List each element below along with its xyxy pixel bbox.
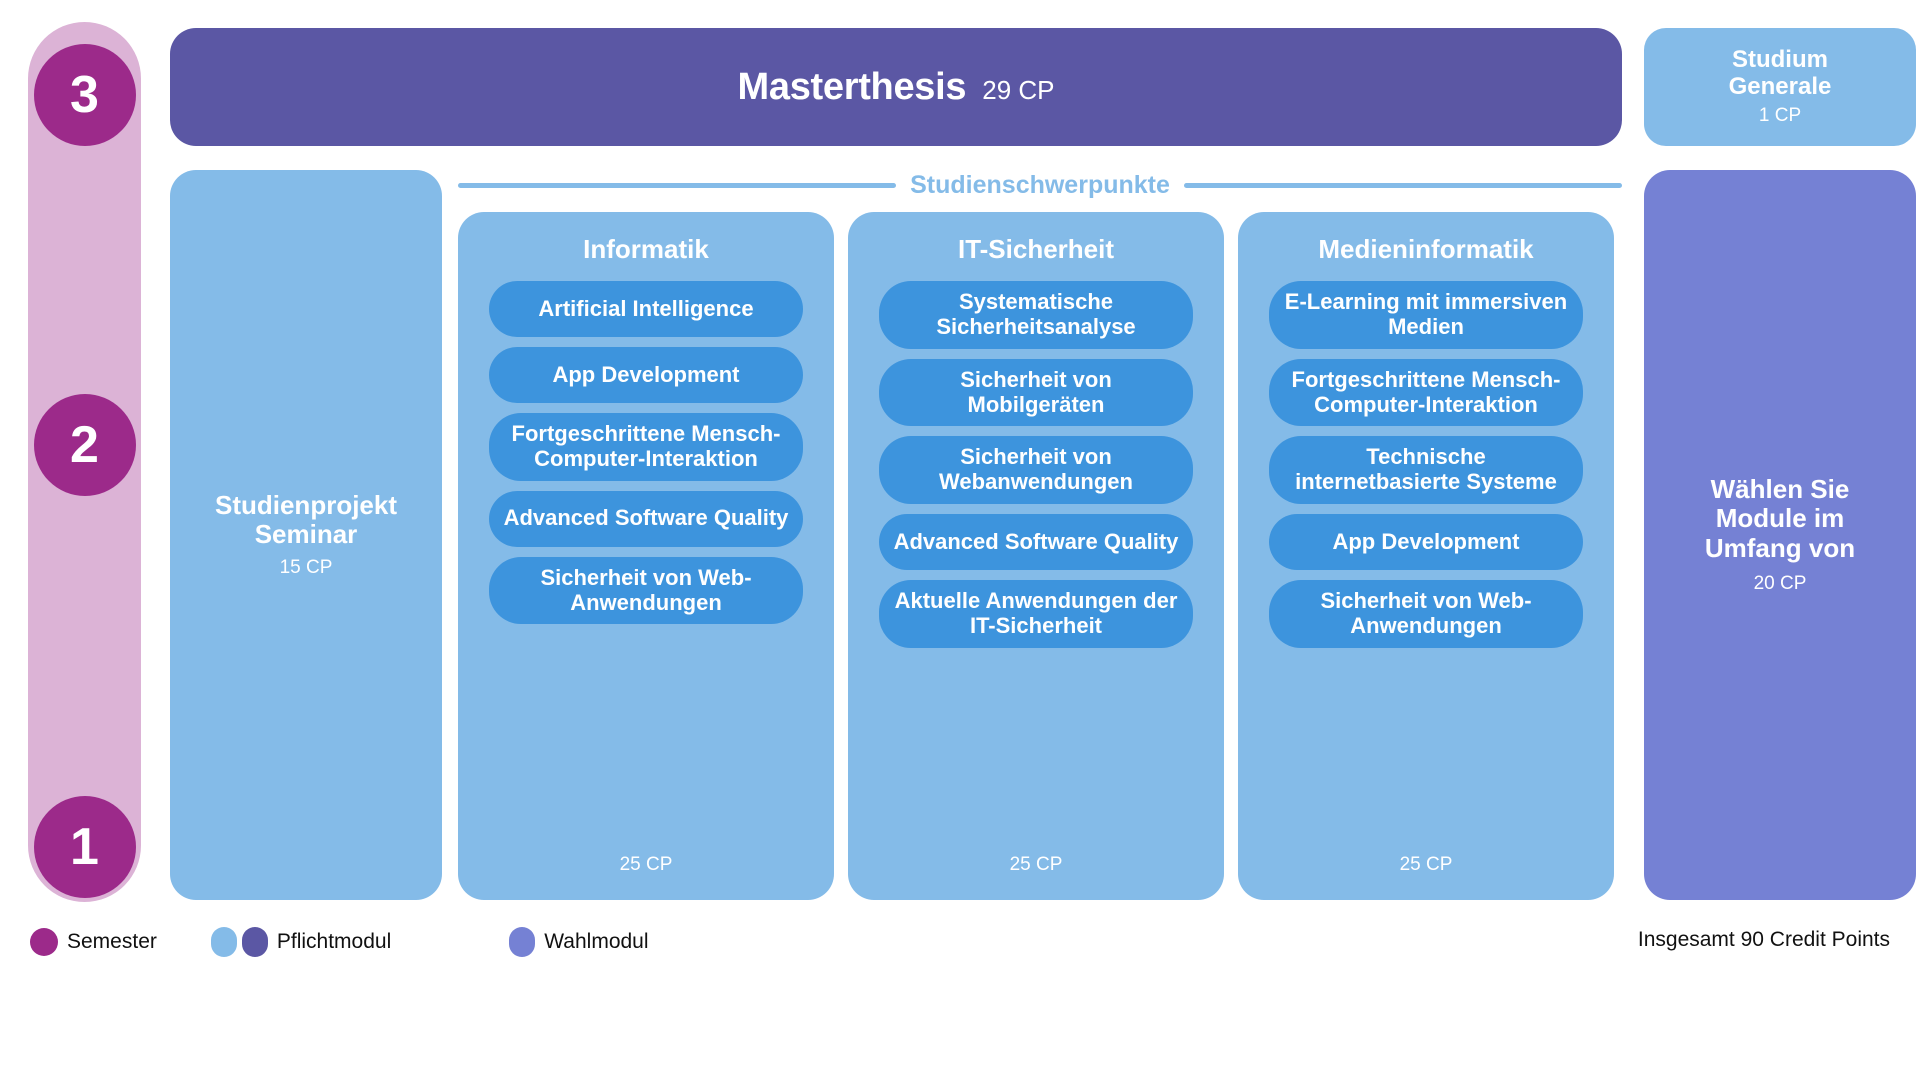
semester-circle-1: 1 bbox=[33, 796, 136, 898]
wahlmodul-title: Wählen Sie Module im Umfang von bbox=[1705, 475, 1855, 562]
studium-generale-title-line2: Generale bbox=[1728, 72, 1832, 100]
focus-column-medieninformatik: Medieninformatik E-Learning mit immersiv… bbox=[1238, 212, 1614, 900]
module-pill[interactable]: Artificial Intelligence bbox=[489, 281, 803, 337]
masterthesis-card: Masterthesis 29 CP bbox=[170, 28, 1622, 146]
module-pill[interactable]: Advanced Software Quality bbox=[879, 514, 1193, 571]
focus-column-title: Medieninformatik bbox=[1318, 234, 1534, 264]
legend-swatch-semester-icon bbox=[30, 928, 58, 956]
studium-generale-credit-points: 1 CP bbox=[1758, 105, 1802, 127]
studienprojekt-title-line2: Seminar bbox=[254, 519, 358, 549]
legend-item-wahlmodul: Wahlmodul bbox=[509, 927, 649, 957]
module-pill[interactable]: E-Learning mit immersiven Medien bbox=[1269, 281, 1583, 349]
semester-rail: 3 2 1 bbox=[28, 22, 141, 902]
legend-item-pflichtmodul: Pflichtmodul bbox=[210, 927, 392, 957]
focus-column-title: IT-Sicherheit bbox=[957, 234, 1115, 264]
legend-label: Wahlmodul bbox=[544, 930, 649, 953]
module-list: E-Learning mit immersiven Medien Fortges… bbox=[1238, 281, 1614, 648]
module-pill[interactable]: Sicherheit von Web-Anwendungen bbox=[1269, 580, 1583, 648]
focus-column-credit-points: 25 CP bbox=[1009, 854, 1063, 875]
legend-item-semester: Semester bbox=[30, 928, 157, 956]
focus-column-credit-points: 25 CP bbox=[1399, 854, 1453, 875]
studienprojekt-title: Studienprojekt Seminar bbox=[214, 489, 397, 549]
wahlmodul-title-line3: Umfang von bbox=[1704, 532, 1856, 563]
focus-column-title: Informatik bbox=[583, 234, 709, 264]
studienprojekt-card: Studienprojekt Seminar 15 CP bbox=[170, 170, 442, 900]
wahlmodul-card: Wählen Sie Module im Umfang von 20 CP bbox=[1644, 170, 1916, 900]
legend-swatch-pflichtmodul-dark-icon bbox=[241, 927, 268, 957]
semester-circle-3: 3 bbox=[33, 44, 136, 146]
studienschwerpunkte-header: Studienschwerpunkte bbox=[458, 168, 1623, 202]
header-rule-left bbox=[458, 182, 897, 188]
studienprojekt-credit-points: 15 CP bbox=[279, 557, 333, 579]
module-pill[interactable]: Advanced Software Quality bbox=[489, 490, 803, 547]
module-pill[interactable]: Systematische Sicherheitsanalyse bbox=[879, 281, 1193, 349]
wahlmodul-title-line2: Module im bbox=[1715, 503, 1845, 534]
module-pill[interactable]: Fortgeschrittene Mensch-Computer-Interak… bbox=[1269, 358, 1583, 427]
module-list: Artificial Intelligence App Development … bbox=[458, 281, 834, 625]
studium-generale-card: Studium Generale 1 CP bbox=[1644, 28, 1916, 146]
module-pill[interactable]: App Development bbox=[1269, 514, 1583, 571]
module-list: Systematische Sicherheitsanalyse Sicherh… bbox=[848, 281, 1224, 648]
focus-column-informatik: Informatik Artificial Intelligence App D… bbox=[458, 212, 834, 900]
studienschwerpunkte-label: Studienschwerpunkte bbox=[910, 170, 1170, 199]
wahlmodul-credit-points: 20 CP bbox=[1753, 572, 1807, 594]
module-pill[interactable]: Aktuelle Anwendungen der IT-Sicherheit bbox=[879, 580, 1193, 648]
module-pill[interactable]: Technische internetbasierte Systeme bbox=[1269, 436, 1583, 505]
module-pill[interactable]: App Development bbox=[489, 347, 803, 403]
total-credit-points: Insgesamt 90 Credit Points bbox=[1637, 928, 1890, 951]
focus-column-credit-points: 25 CP bbox=[619, 854, 673, 875]
legend: Semester Pflichtmodul Wahlmodul bbox=[30, 925, 649, 959]
module-pill[interactable]: Fortgeschrittene Mensch-Computer-Interak… bbox=[489, 413, 803, 481]
legend-label: Pflichtmodul bbox=[276, 930, 392, 953]
module-pill[interactable]: Sicherheit von Web-Anwendungen bbox=[489, 556, 803, 625]
semester-circle-2: 2 bbox=[33, 394, 136, 496]
wahlmodul-title-line1: Wählen Sie bbox=[1710, 474, 1850, 505]
module-pill[interactable]: Sicherheit von Webanwendungen bbox=[879, 436, 1193, 505]
focus-column-it-sicherheit: IT-Sicherheit Systematische Sicherheitsa… bbox=[848, 212, 1224, 900]
studienprojekt-title-line1: Studienprojekt bbox=[214, 489, 397, 520]
masterthesis-credit-points: 29 CP bbox=[982, 74, 1055, 105]
legend-swatch-pflichtmodul-light-icon bbox=[210, 927, 237, 957]
masterthesis-title: Masterthesis bbox=[737, 65, 967, 108]
legend-swatch-pair bbox=[210, 927, 268, 957]
studium-generale-title-line1: Studium bbox=[1731, 45, 1828, 73]
header-rule-right bbox=[1183, 182, 1623, 188]
legend-swatch-wahlmodul-icon bbox=[509, 927, 536, 957]
legend-label: Semester bbox=[67, 930, 157, 953]
studium-generale-title: Studium Generale bbox=[1728, 45, 1832, 101]
module-pill[interactable]: Sicherheit von Mobilgeräten bbox=[879, 358, 1193, 427]
